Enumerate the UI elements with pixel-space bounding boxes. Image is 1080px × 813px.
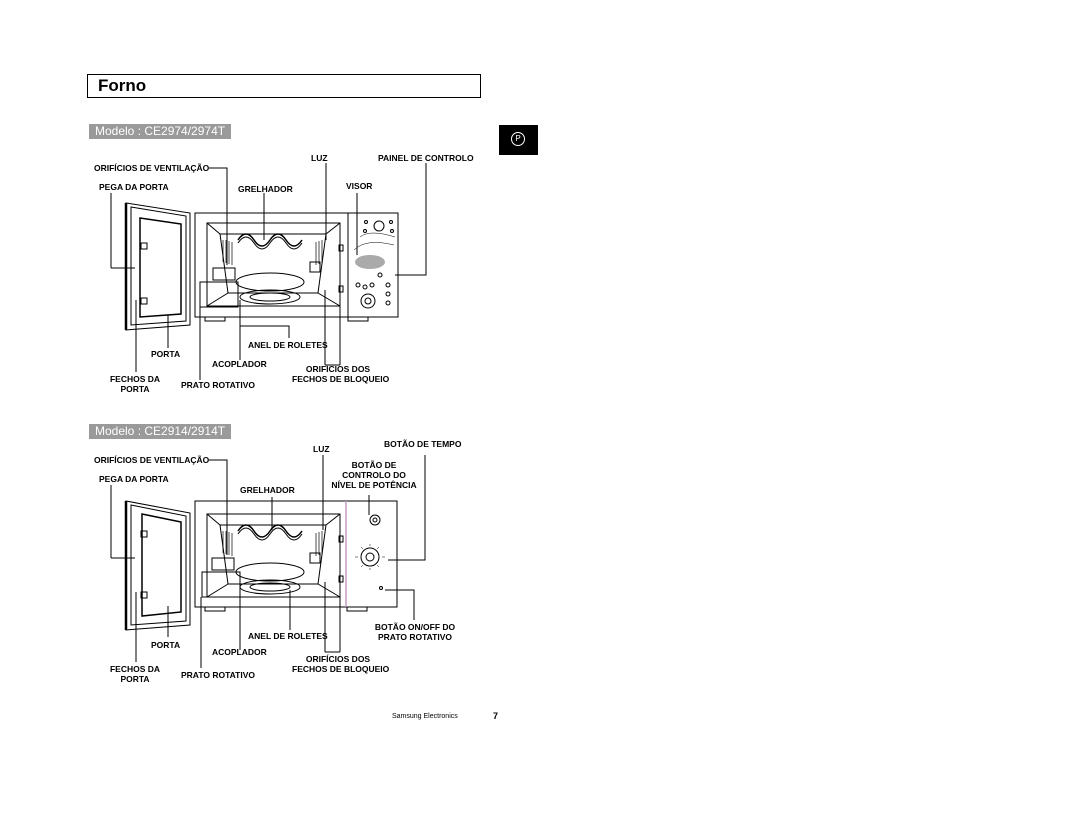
model1-heading: Modelo : CE2974/2974T bbox=[89, 124, 232, 139]
model1-label-door-latches-line1: FECHOS DA bbox=[109, 374, 161, 384]
model1-label-door-latches: FECHOS DA PORTA bbox=[106, 374, 164, 394]
model1-label-interlock-holes-line2: FECHOS DE BLOQUEIO bbox=[292, 374, 390, 384]
model2-label-power-knob: BOTÃO DE CONTROLO DO NÍVEL DE POTÊNCIA bbox=[326, 460, 422, 490]
model1-label-grill: GRELHADOR bbox=[238, 184, 293, 194]
model2-label-coupler: ACOPLADOR bbox=[212, 647, 267, 657]
model1-label-door-handle: PEGA DA PORTA bbox=[99, 182, 169, 192]
model2-leader-lines bbox=[110, 455, 426, 668]
section-tab-label: P bbox=[511, 132, 525, 146]
model2-label-roller-ring: ANEL DE ROLETES bbox=[248, 631, 328, 641]
model1-label-interlock-holes-line1: ORIFÍCIOS DOS bbox=[305, 364, 371, 374]
model1-label-roller-ring: ANEL DE ROLETES bbox=[248, 340, 328, 350]
model1-label-light: LUZ bbox=[311, 153, 328, 163]
model1-label-interlock-holes: ORIFÍCIOS DOS FECHOS DE BLOQUEIO bbox=[292, 364, 390, 384]
model1-label-control-panel: PAINEL DE CONTROLO bbox=[378, 153, 474, 163]
model2-label-interlock-holes-line2: FECHOS DE BLOQUEIO bbox=[292, 664, 390, 674]
model2-label-door-latches-line1: FECHOS DA bbox=[109, 664, 161, 674]
model1-label-door-latches-line2: PORTA bbox=[120, 384, 150, 394]
model1-label-door: PORTA bbox=[151, 349, 181, 359]
model2-oven-illustration bbox=[124, 500, 398, 631]
model2-label-turntable-switch-line2: PRATO ROTATIVO bbox=[378, 632, 452, 642]
model2-label-power-knob-line1: BOTÃO DE bbox=[351, 460, 397, 470]
model2-label-turntable: PRATO ROTATIVO bbox=[181, 670, 255, 680]
model1-oven-illustration bbox=[124, 202, 399, 331]
model2-label-power-knob-line2: CONTROLO DO bbox=[342, 470, 406, 480]
model2-label-grill: GRELHADOR bbox=[240, 485, 295, 495]
model2-label-light: LUZ bbox=[313, 444, 330, 454]
model2-label-interlock-holes: ORIFÍCIOS DOS FECHOS DE BLOQUEIO bbox=[292, 654, 390, 674]
model2-label-turntable-switch: BOTÃO ON/OFF DO PRATO ROTATIVO bbox=[372, 622, 458, 642]
model2-label-power-knob-line3: NÍVEL DE POTÊNCIA bbox=[331, 480, 417, 490]
model2-label-door-latches-line2: PORTA bbox=[120, 674, 150, 684]
model1-label-coupler: ACOPLADOR bbox=[212, 359, 267, 369]
footer-brand: Samsung Electronics bbox=[392, 713, 458, 720]
model1-label-turntable: PRATO ROTATIVO bbox=[181, 380, 255, 390]
model2-label-timer-knob: BOTÃO DE TEMPO bbox=[384, 439, 462, 449]
model2-label-door-latches: FECHOS DA PORTA bbox=[106, 664, 164, 684]
model2-label-door: PORTA bbox=[151, 640, 181, 650]
model2-label-door-handle: PEGA DA PORTA bbox=[99, 474, 169, 484]
model2-label-vent-holes: ORIFÍCIOS DE VENTILAÇÃO bbox=[94, 455, 210, 465]
model2-label-interlock-holes-line1: ORIFÍCIOS DOS bbox=[305, 654, 371, 664]
page-title-box: Forno bbox=[87, 74, 481, 98]
model2-label-turntable-switch-line1: BOTÃO ON/OFF DO bbox=[374, 622, 456, 632]
model1-label-vent-holes: ORIFÍCIOS DE VENTILAÇÃO bbox=[94, 163, 210, 173]
model2-heading: Modelo : CE2914/2914T bbox=[89, 424, 232, 439]
page-number: 7 bbox=[493, 711, 499, 721]
model1-label-display: VISOR bbox=[346, 181, 373, 191]
model1-leader-lines bbox=[110, 163, 427, 380]
page-title: Forno bbox=[98, 76, 147, 95]
language-section-tab: P bbox=[499, 125, 538, 155]
